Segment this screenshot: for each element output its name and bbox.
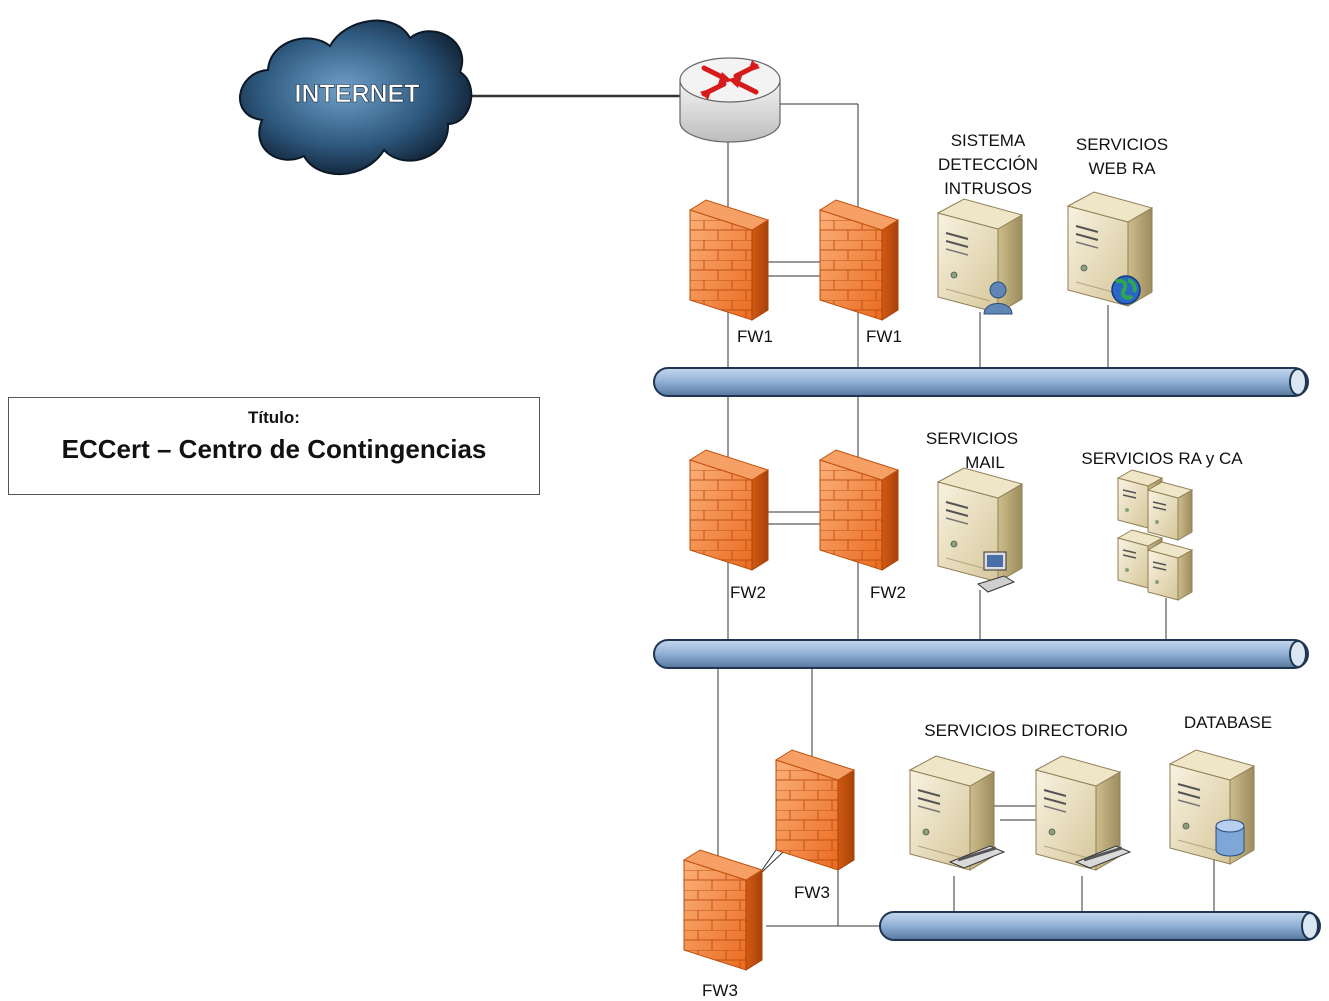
firewall-icon-fw2-right: [819, 449, 899, 571]
directory-server-1: [909, 755, 1006, 871]
mail-label-line1: SERVICIOS: [926, 429, 1018, 448]
firewall-icon-fw1-left: [689, 199, 769, 321]
ids-server: [937, 198, 1023, 315]
database-label: DATABASE: [1184, 713, 1272, 732]
ra-ca-server-cluster: [1117, 469, 1193, 601]
title-box: Título: ECCert – Centro de Contingencias: [8, 397, 540, 495]
user-icon: [983, 281, 1013, 315]
fw1-left-label: FW1: [737, 327, 773, 346]
ra-ca-label: SERVICIOS RA y CA: [1081, 449, 1243, 468]
server-icon: [937, 198, 1023, 314]
web-ra-server: [1067, 191, 1153, 307]
mail-label-line2: MAIL: [965, 453, 1005, 472]
fw3-lower-label: FW3: [702, 981, 738, 1000]
directory-server-2: [1035, 755, 1132, 871]
mail-server: [937, 467, 1023, 593]
title-label: Título:: [248, 408, 300, 427]
server-icon: [1147, 541, 1193, 601]
fw1-right-label: FW1: [866, 327, 902, 346]
fw3-upper-label: FW3: [794, 883, 830, 902]
firewall-icon-fw3-upper: [775, 749, 855, 871]
tape-drive-icon: [1074, 845, 1132, 869]
firewall-icon-fw3-lower: [683, 849, 763, 971]
router-icon: [679, 57, 781, 143]
ids-label-line2: DETECCIÓN: [938, 155, 1038, 174]
fw2-right-label: FW2: [870, 583, 906, 602]
network-bus-1: [653, 367, 1309, 397]
server-icon: [937, 467, 1023, 583]
workstation-icon: [976, 551, 1016, 593]
internet-cloud-icon: INTERNET: [238, 19, 473, 176]
firewall-icon-fw1-right: [819, 199, 899, 321]
ids-label-line3: INTRUSOS: [944, 179, 1032, 198]
web-ra-label-line2: WEB RA: [1088, 159, 1156, 178]
fw2-left-label: FW2: [730, 583, 766, 602]
tape-drive-icon: [948, 845, 1006, 869]
ids-label-line1: SISTEMA: [951, 131, 1026, 150]
diagram-title: ECCert – Centro de Contingencias: [61, 434, 487, 464]
firewall-icon-fw2-left: [689, 449, 769, 571]
database-server: [1169, 749, 1255, 865]
server-icon: [1147, 481, 1193, 541]
web-ra-label-line1: SERVICIOS: [1076, 135, 1168, 154]
network-bus-2: [653, 639, 1309, 669]
directorio-label: SERVICIOS DIRECTORIO: [924, 721, 1127, 740]
database-cylinder-icon: [1215, 819, 1245, 857]
globe-icon: [1111, 275, 1141, 305]
internet-label: INTERNET: [295, 80, 420, 108]
network-bus-3: [879, 911, 1321, 941]
